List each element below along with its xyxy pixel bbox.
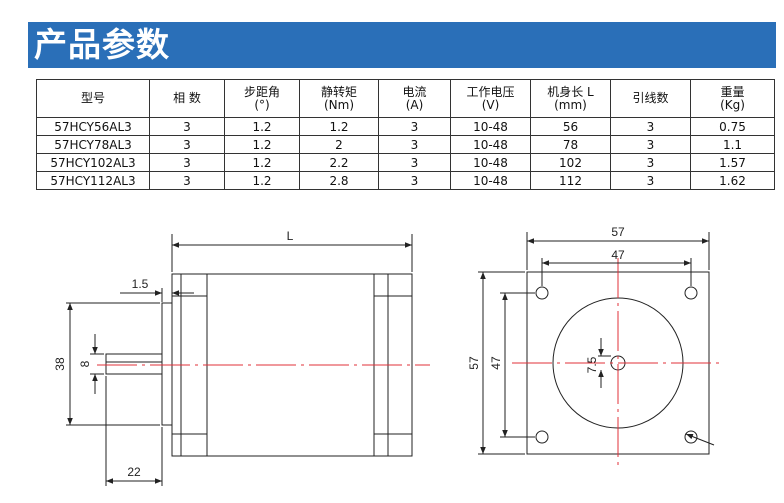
column-header: 型号 [36,79,150,118]
column-header: 步距角(°) [224,79,300,118]
column-header-text: 静转矩 [320,84,357,99]
column-header-text: (Kg) [720,97,745,112]
shaft-flat-label: 7.5 [585,356,599,373]
title-banner: 产品参数 [28,22,776,68]
side-view-labels: L 1.5 38 8 22 [53,229,294,479]
column-header-text: 机身长 L [547,84,594,99]
front-view [478,232,724,468]
table-cell: 1.62 [690,171,775,190]
column-header-text: 引线数 [632,91,669,105]
mount-hole [535,286,549,300]
shaft-diameter-label: 8 [78,360,92,367]
column-header-text: 型号 [80,91,105,105]
front-view-labels: 57 47 57 47 7.5 [467,225,625,373]
column-header-text: (Nm) [323,97,355,112]
hole-spacing-vertical-label: 47 [489,356,503,370]
table-cell: 57HCY56AL3 [36,117,150,136]
column-header: 工作电压(V) [450,79,531,118]
length-label: L [287,229,294,243]
table-cell: 57HCY102AL3 [36,153,150,172]
column-header-text: 步距角 [243,84,280,99]
boss-diameter-label: 38 [53,357,67,371]
column-header-text: 相 数 [173,91,201,105]
column-header-text: 电流 [402,84,427,99]
column-header-text: (A) [405,97,424,112]
table-cell: 1.57 [690,153,775,172]
column-header: 重量(Kg) [690,79,775,118]
table-cell: 1.2 [224,171,300,190]
spec-table: 型号相 数步距角(°)静转矩(Nm)电流(A)工作电压(V)机身长 L(mm)引… [36,79,775,190]
table-cell: 10-48 [450,171,531,190]
flange-boss [161,302,173,426]
column-header: 引线数 [610,79,691,118]
column-header: 电流(A) [378,79,451,118]
table-cell: 3 [378,171,451,190]
table-cell: 112 [530,171,611,190]
height-label: 57 [467,356,481,370]
side-view [66,234,430,486]
table-cell: 10-48 [450,153,531,172]
mount-hole [684,430,698,444]
page-title: 产品参数 [34,25,170,64]
shaft-outline [105,353,163,375]
column-header-text: 工作电压 [466,84,515,99]
shaft-length-label: 22 [127,465,141,479]
column-header-text: 重量 [720,84,745,99]
table-cell: 10-48 [450,117,531,136]
table-cell: 57HCY112AL3 [36,171,150,190]
column-header-text: (mm) [554,97,587,112]
mount-hole [684,286,698,300]
flange-thickness-label: 1.5 [132,277,149,291]
width-label: 57 [611,225,625,239]
mount-hole [535,430,549,444]
column-header-text: (°) [254,97,270,112]
table-header-row: 型号相 数步距角(°)静转矩(Nm)电流(A)工作电压(V)机身长 L(mm)引… [36,79,775,118]
table-cell: 1.2 [224,117,300,136]
table-cell: 10-48 [450,135,531,154]
table-cell: 1.2 [224,135,300,154]
column-header-text: (V) [481,97,500,112]
hole-spacing-horizontal-label: 47 [611,248,625,262]
